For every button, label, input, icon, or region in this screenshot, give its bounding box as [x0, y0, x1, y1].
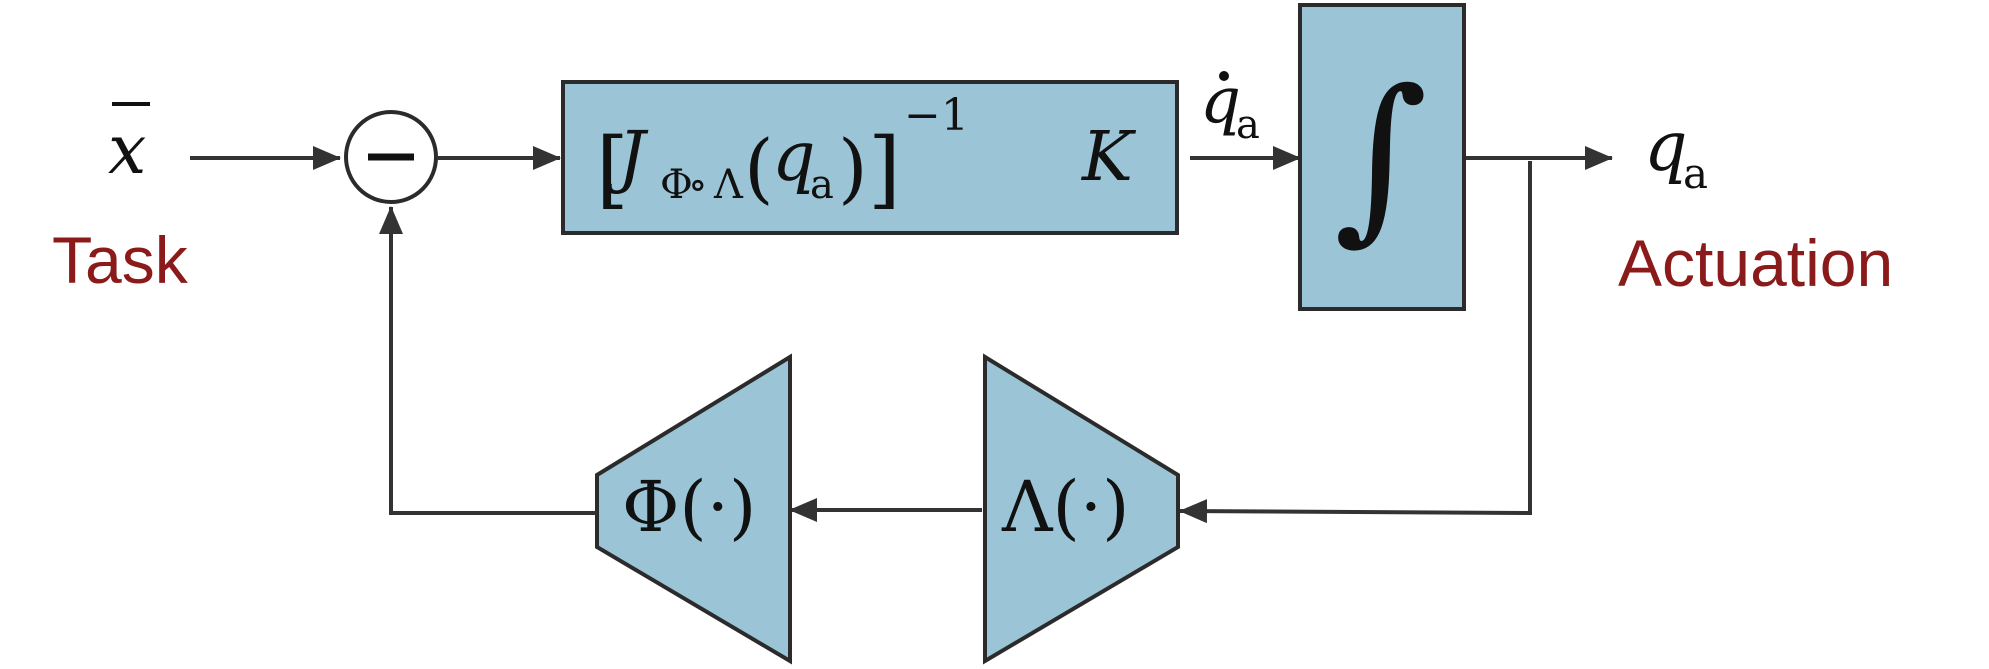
gain-open-bracket: [ [596, 120, 629, 218]
output-q-sub: a [1683, 149, 1708, 198]
gain-q-sub: a [810, 162, 834, 208]
input-symbol: x [108, 102, 150, 190]
gain-block [561, 80, 1179, 235]
summing-junction [344, 110, 438, 204]
output-q: q [1644, 108, 1688, 187]
gain-q: q [772, 118, 816, 197]
integrator-block [1298, 3, 1466, 311]
gain-K: K [1080, 118, 1137, 197]
qdot-label: q a [1200, 64, 1260, 148]
gain-exponent: −1 [904, 90, 969, 141]
phi-block [595, 353, 792, 665]
output-symbol: q a [1644, 108, 1708, 198]
lambda-block [983, 353, 1180, 665]
input-x: x [108, 111, 146, 190]
gain-block-expression: [ J Φ ∘ Λ ( q a ) ] −1 K [596, 90, 1137, 218]
feedback-line-to-lambda [1179, 161, 1532, 524]
integral-symbol: ∫ [1334, 52, 1428, 261]
feedback-line-to-sum [379, 206, 597, 515]
task-label: Task [52, 223, 189, 297]
gain-sub-phi: Φ [660, 162, 693, 208]
gain-sub-lambda: Λ [713, 162, 744, 208]
gain-open-paren: ( [744, 123, 774, 212]
qdot-sub: a [1236, 102, 1260, 148]
qdot-dot [1219, 71, 1229, 81]
gain-sub-circ: ∘ [688, 162, 708, 208]
actuation-label: Actuation [1618, 226, 1893, 300]
lambda-block-label: Λ(·) [1001, 466, 1129, 548]
gain-close-paren: ) [838, 123, 868, 212]
phi-block-label: Φ(·) [622, 466, 756, 548]
gain-close-bracket: ] [868, 120, 901, 218]
